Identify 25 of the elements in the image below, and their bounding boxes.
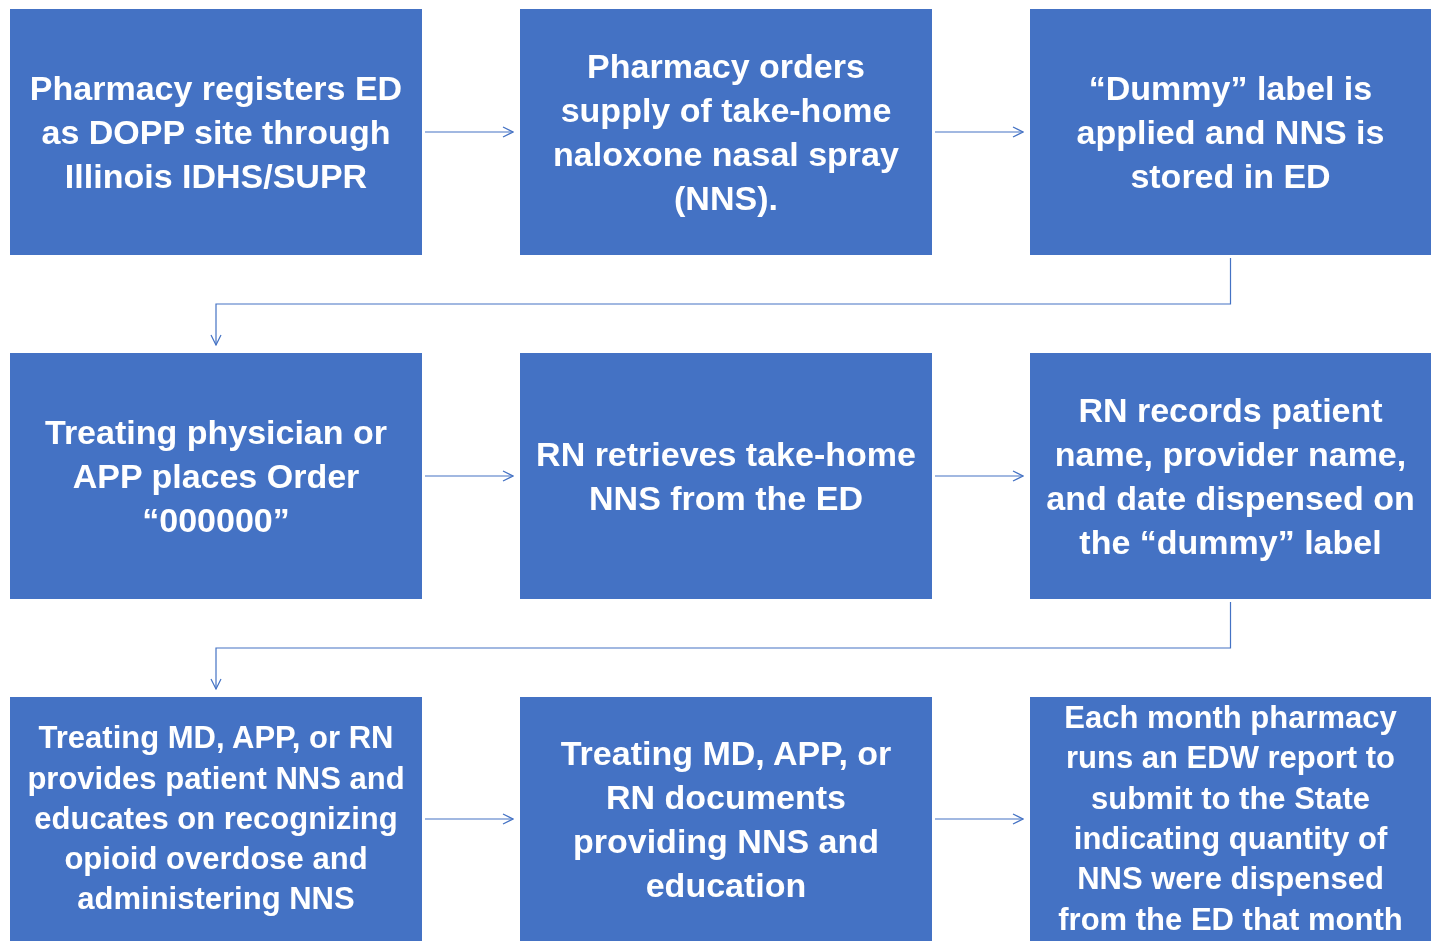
arrow <box>424 126 514 138</box>
step-text: RN records patient name, provider name, and date dispensed on the “dummy” label <box>1045 389 1416 564</box>
process-box <box>10 697 422 941</box>
step-text: Treating physician or APP places Order “000000” <box>44 411 388 542</box>
step-text: RN retrieves take-home NNS from the ED <box>535 433 917 519</box>
process-box <box>1030 9 1431 255</box>
process-box <box>1030 353 1431 599</box>
step-text: Treating MD, APP, or RN documents providing NNS and education <box>559 732 893 907</box>
process-box <box>520 9 932 255</box>
step-text: Each month pharmacy runs an EDW report to submit to the State indicating quantity of NNS were dispensed from the ED that month <box>1057 699 1404 939</box>
process-box <box>10 9 422 255</box>
process-box <box>520 353 932 599</box>
step-text: Treating MD, APP, or RN provides patient NNS and educates on recognizing opioid overdose and administering NNS <box>26 719 406 919</box>
arrow <box>934 470 1024 482</box>
arrow <box>934 126 1024 138</box>
arrow <box>210 257 1232 346</box>
arrow <box>424 813 514 825</box>
arrow <box>424 470 514 482</box>
step-text: Pharmacy orders supply of take-home naloxone nasal spray (NNS). <box>552 45 900 220</box>
arrow <box>210 601 1232 690</box>
process-box <box>520 697 932 941</box>
step-text: Pharmacy registers ED as DOPP site through Illinois IDHS/SUPR <box>28 67 404 198</box>
arrow <box>934 813 1024 825</box>
step-text: “Dummy” label is applied and NNS is stored in ED <box>1075 67 1386 198</box>
process-box <box>10 353 422 599</box>
